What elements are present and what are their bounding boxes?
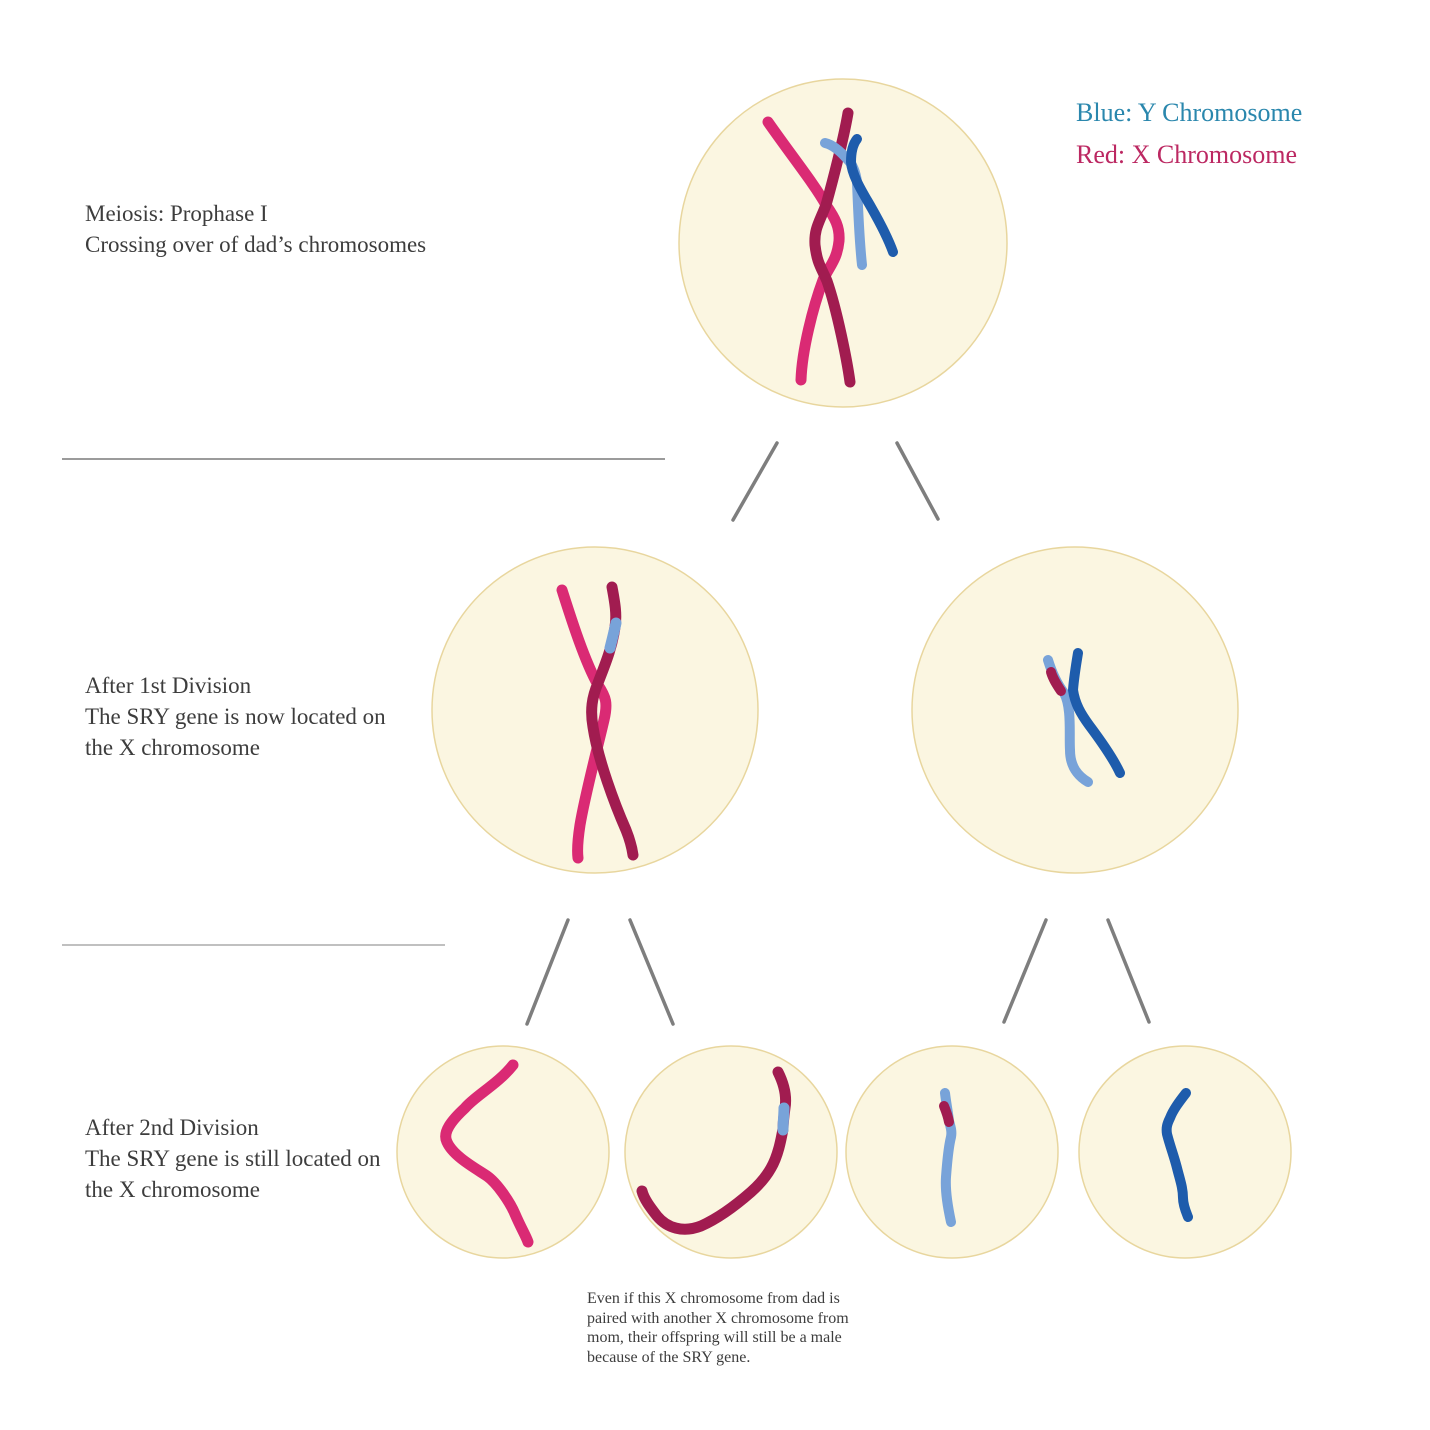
x-gene-segment xyxy=(1046,667,1066,696)
y-chromatid-dark-blue xyxy=(846,134,898,257)
x-chromatid-pink xyxy=(556,584,612,864)
connector-line xyxy=(525,918,570,1026)
x-gene-segment xyxy=(939,1101,954,1127)
x-chromatid-pink xyxy=(440,1059,534,1248)
cell-after-1st-division-x xyxy=(431,546,759,874)
connector-line xyxy=(1002,918,1048,1024)
x-chromatid-pink xyxy=(762,116,845,386)
sry-gene-segment xyxy=(604,617,622,654)
gamete-cell-4 xyxy=(1078,1045,1292,1259)
gamete-cell-2 xyxy=(624,1045,838,1259)
cell-prophase xyxy=(678,78,1008,408)
connector-line xyxy=(628,918,675,1026)
cell-membrane xyxy=(396,1045,610,1259)
x-chromatid-maroon xyxy=(809,107,856,388)
cell-after-1st-division-y xyxy=(911,546,1239,874)
y-chromatid-dark-blue xyxy=(1068,648,1125,778)
stage-label-after-1st-division: After 1st Division The SRY gene is now l… xyxy=(85,673,386,760)
cell-membrane xyxy=(624,1045,838,1259)
connector-line xyxy=(895,441,940,521)
sry-gene-segment xyxy=(777,1102,790,1136)
connector-line xyxy=(731,441,779,522)
stage-label-prophase: Meiosis: Prophase I Crossing over of dad… xyxy=(85,201,427,257)
legend-x-chromosome: Red: X Chromosome xyxy=(1076,140,1297,169)
y-chromatid-dark-blue xyxy=(1161,1088,1193,1222)
cell-membrane xyxy=(1078,1045,1292,1259)
stage-label-after-2nd-division: After 2nd Division The SRY gene is still… xyxy=(85,1115,381,1202)
legend-y-chromosome: Blue: Y Chromosome xyxy=(1076,98,1303,127)
sry-caption: Even if this X chromosome from dad is pa… xyxy=(587,1290,849,1366)
connector-line xyxy=(1106,918,1151,1024)
gamete-cell-3 xyxy=(845,1045,1059,1259)
gamete-cell-1 xyxy=(396,1045,610,1259)
